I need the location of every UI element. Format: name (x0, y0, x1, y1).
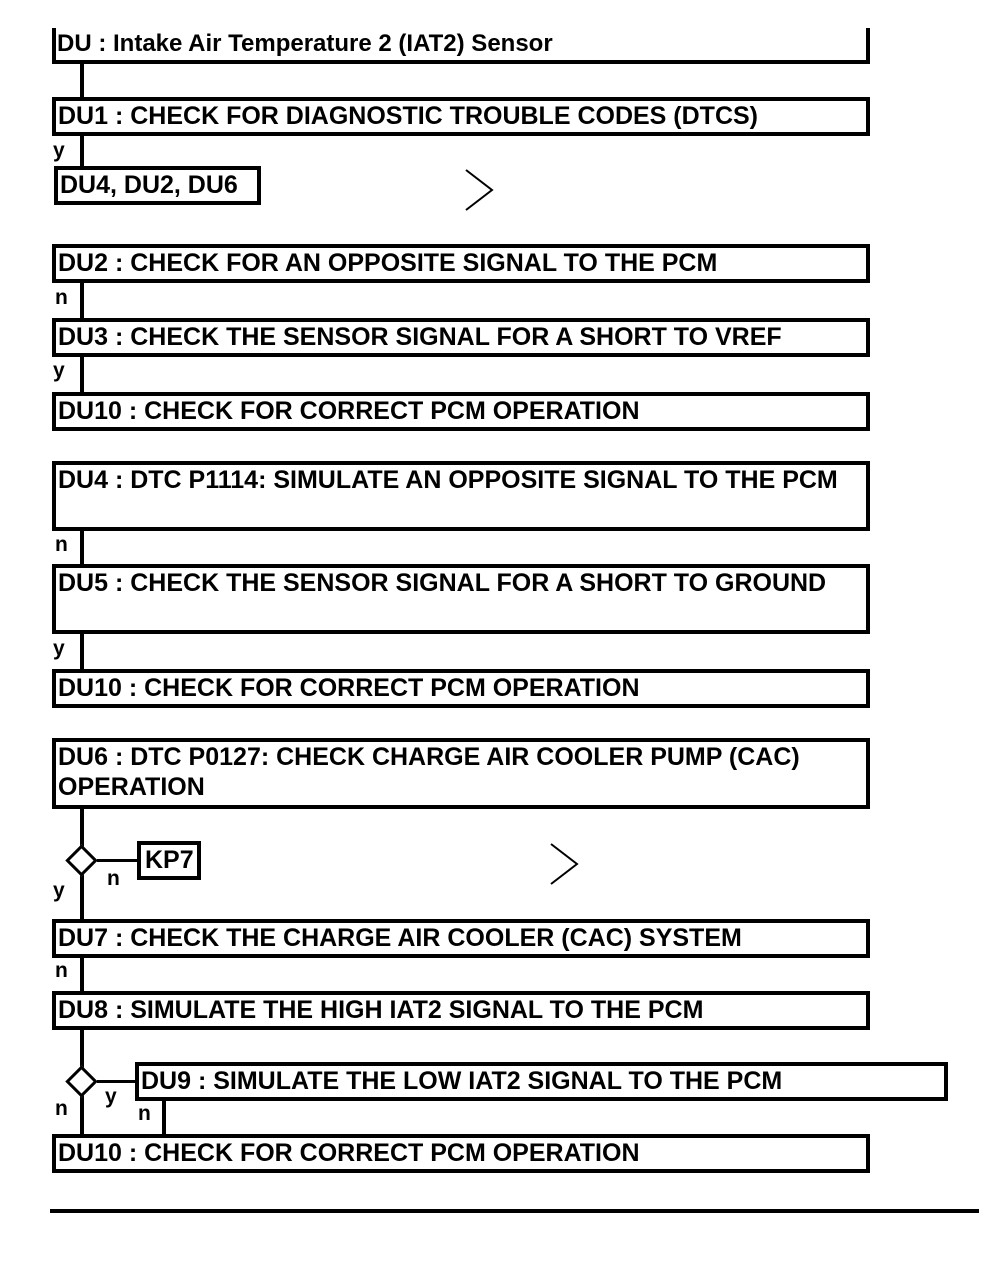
step-kp7[interactable]: KP7 (137, 841, 201, 880)
chevron-right-icon (550, 843, 579, 885)
connector (97, 1080, 137, 1083)
decision-diamond (65, 1065, 98, 1098)
step-du3[interactable]: DU3 : CHECK THE SENSOR SIGNAL FOR A SHOR… (52, 318, 870, 357)
step-du6[interactable]: DU6 : DTC P0127: CHECK CHARGE AIR COOLER… (52, 738, 870, 809)
chevron-right-icon (465, 169, 494, 211)
step-du1[interactable]: DU1 : CHECK FOR DIAGNOSTIC TROUBLE CODES… (52, 97, 870, 136)
connector (80, 135, 84, 167)
branch-label-yes: y (53, 359, 65, 382)
branch-label-yes: y (53, 637, 65, 660)
step-du10-a[interactable]: DU10 : CHECK FOR CORRECT PCM OPERATION (52, 392, 870, 431)
step-du10-c[interactable]: DU10 : CHECK FOR CORRECT PCM OPERATION (52, 1134, 870, 1173)
footer-rule (50, 1209, 979, 1213)
step-du5[interactable]: DU5 : CHECK THE SENSOR SIGNAL FOR A SHOR… (52, 564, 870, 634)
step-du2[interactable]: DU2 : CHECK FOR AN OPPOSITE SIGNAL TO TH… (52, 244, 870, 283)
connector (80, 957, 84, 993)
decision-diamond (65, 844, 98, 877)
connector (80, 356, 84, 394)
step-du8[interactable]: DU8 : SIMULATE THE HIGH IAT2 SIGNAL TO T… (52, 991, 870, 1030)
branch-label-yes: y (53, 139, 65, 162)
branch-label-no: n (107, 867, 120, 890)
branch-label-yes: y (105, 1085, 117, 1108)
branch-label-no: n (55, 1097, 68, 1120)
connector (80, 633, 84, 671)
title-right-border (866, 28, 870, 63)
step-du7[interactable]: DU7 : CHECK THE CHARGE AIR COOLER (CAC) … (52, 919, 870, 958)
connector (80, 282, 84, 320)
step-du10-b[interactable]: DU10 : CHECK FOR CORRECT PCM OPERATION (52, 669, 870, 708)
connector (80, 530, 84, 566)
title-underline (52, 60, 870, 64)
branch-label-yes: y (53, 879, 65, 902)
connector (162, 1100, 166, 1137)
branch-label-no: n (55, 533, 68, 556)
step-du4[interactable]: DU4 : DTC P1114: SIMULATE AN OPPOSITE SI… (52, 461, 870, 531)
branch-label-no: n (55, 286, 68, 309)
connector (80, 62, 84, 98)
step-du9[interactable]: DU9 : SIMULATE THE LOW IAT2 SIGNAL TO TH… (135, 1062, 948, 1101)
step-du1-links[interactable]: DU4, DU2, DU6 (54, 166, 261, 205)
branch-label-no: n (138, 1102, 151, 1125)
page-title: DU : Intake Air Temperature 2 (IAT2) Sen… (57, 30, 553, 57)
branch-label-no: n (55, 959, 68, 982)
title-left-border (52, 28, 56, 63)
connector (97, 859, 139, 862)
